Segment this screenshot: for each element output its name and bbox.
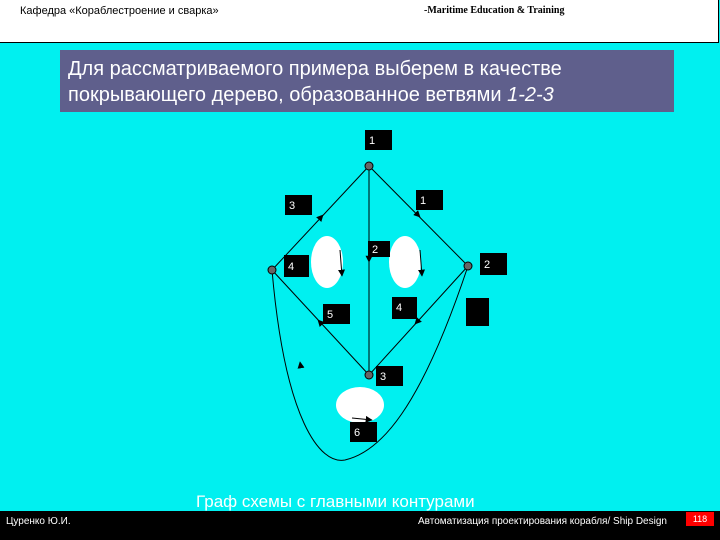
contour-loop-bottom <box>336 387 384 423</box>
page-number: 118 <box>686 512 714 526</box>
footer-bar: Цуренко Ю.И. Автоматизация проектировани… <box>0 511 720 540</box>
contour-loop-left-arrow <box>338 249 346 277</box>
empty-label-box <box>466 298 489 326</box>
program-name: -Maritime Education & Training <box>424 5 565 16</box>
department-name: Кафедра «Кораблестроение и сварка» <box>20 5 219 17</box>
graph-node-2 <box>463 261 473 271</box>
graph-node-1 <box>364 161 374 171</box>
branch-label-box-4 <box>392 297 417 319</box>
branch-label-box-1 <box>416 190 443 210</box>
node-label-box-3 <box>376 366 403 386</box>
node-label-box-1 <box>365 130 392 150</box>
branch-label-box-3 <box>285 195 312 215</box>
node-label-2: 2 <box>484 259 490 271</box>
author-name: Цуренко Ю.И. <box>6 516 71 527</box>
graph-node-4 <box>267 265 277 275</box>
title-main-text: Для рассматриваемого примера выберем в к… <box>68 58 562 106</box>
title-branches: 1-2-3 <box>507 84 554 106</box>
node-label-4: 4 <box>288 261 294 273</box>
diagram-caption: Граф схемы с главными контурами <box>196 492 475 511</box>
node-label-box-4 <box>284 255 309 277</box>
branch-label-box-2 <box>368 241 390 257</box>
contour-loop-right <box>389 236 421 288</box>
slide-title-box: Для рассматриваемого примера выберем в к… <box>60 50 674 112</box>
branch-edge-6 <box>271 265 469 461</box>
branch-label-6: 6 <box>354 427 360 439</box>
node-label-3: 3 <box>380 371 386 383</box>
contour-loop-right-arrow <box>418 249 426 277</box>
graph-node-3 <box>364 370 374 380</box>
header-bar: Кафедра «Кораблестроение и сварка» -Mari… <box>0 0 719 43</box>
branch-edge-6-arrow <box>297 361 305 369</box>
branch-label-box-6 <box>350 422 377 442</box>
node-label-box-2 <box>480 253 507 275</box>
branch-label-3: 3 <box>289 200 295 212</box>
branch-label-5: 5 <box>327 309 333 321</box>
branch-edge-4 <box>368 265 469 376</box>
contour-loop-bottom-arrow <box>351 415 373 423</box>
branch-label-2: 2 <box>372 244 378 256</box>
branch-label-box-5 <box>323 304 350 324</box>
contour-loop-left <box>311 236 343 288</box>
course-name: Автоматизация проектирования корабля/ Sh… <box>418 516 667 527</box>
branch-label-4: 4 <box>396 302 402 314</box>
slide-title: Для рассматриваемого примера выберем в к… <box>68 56 668 108</box>
branch-label-1: 1 <box>420 195 426 207</box>
node-label-1: 1 <box>369 135 375 147</box>
